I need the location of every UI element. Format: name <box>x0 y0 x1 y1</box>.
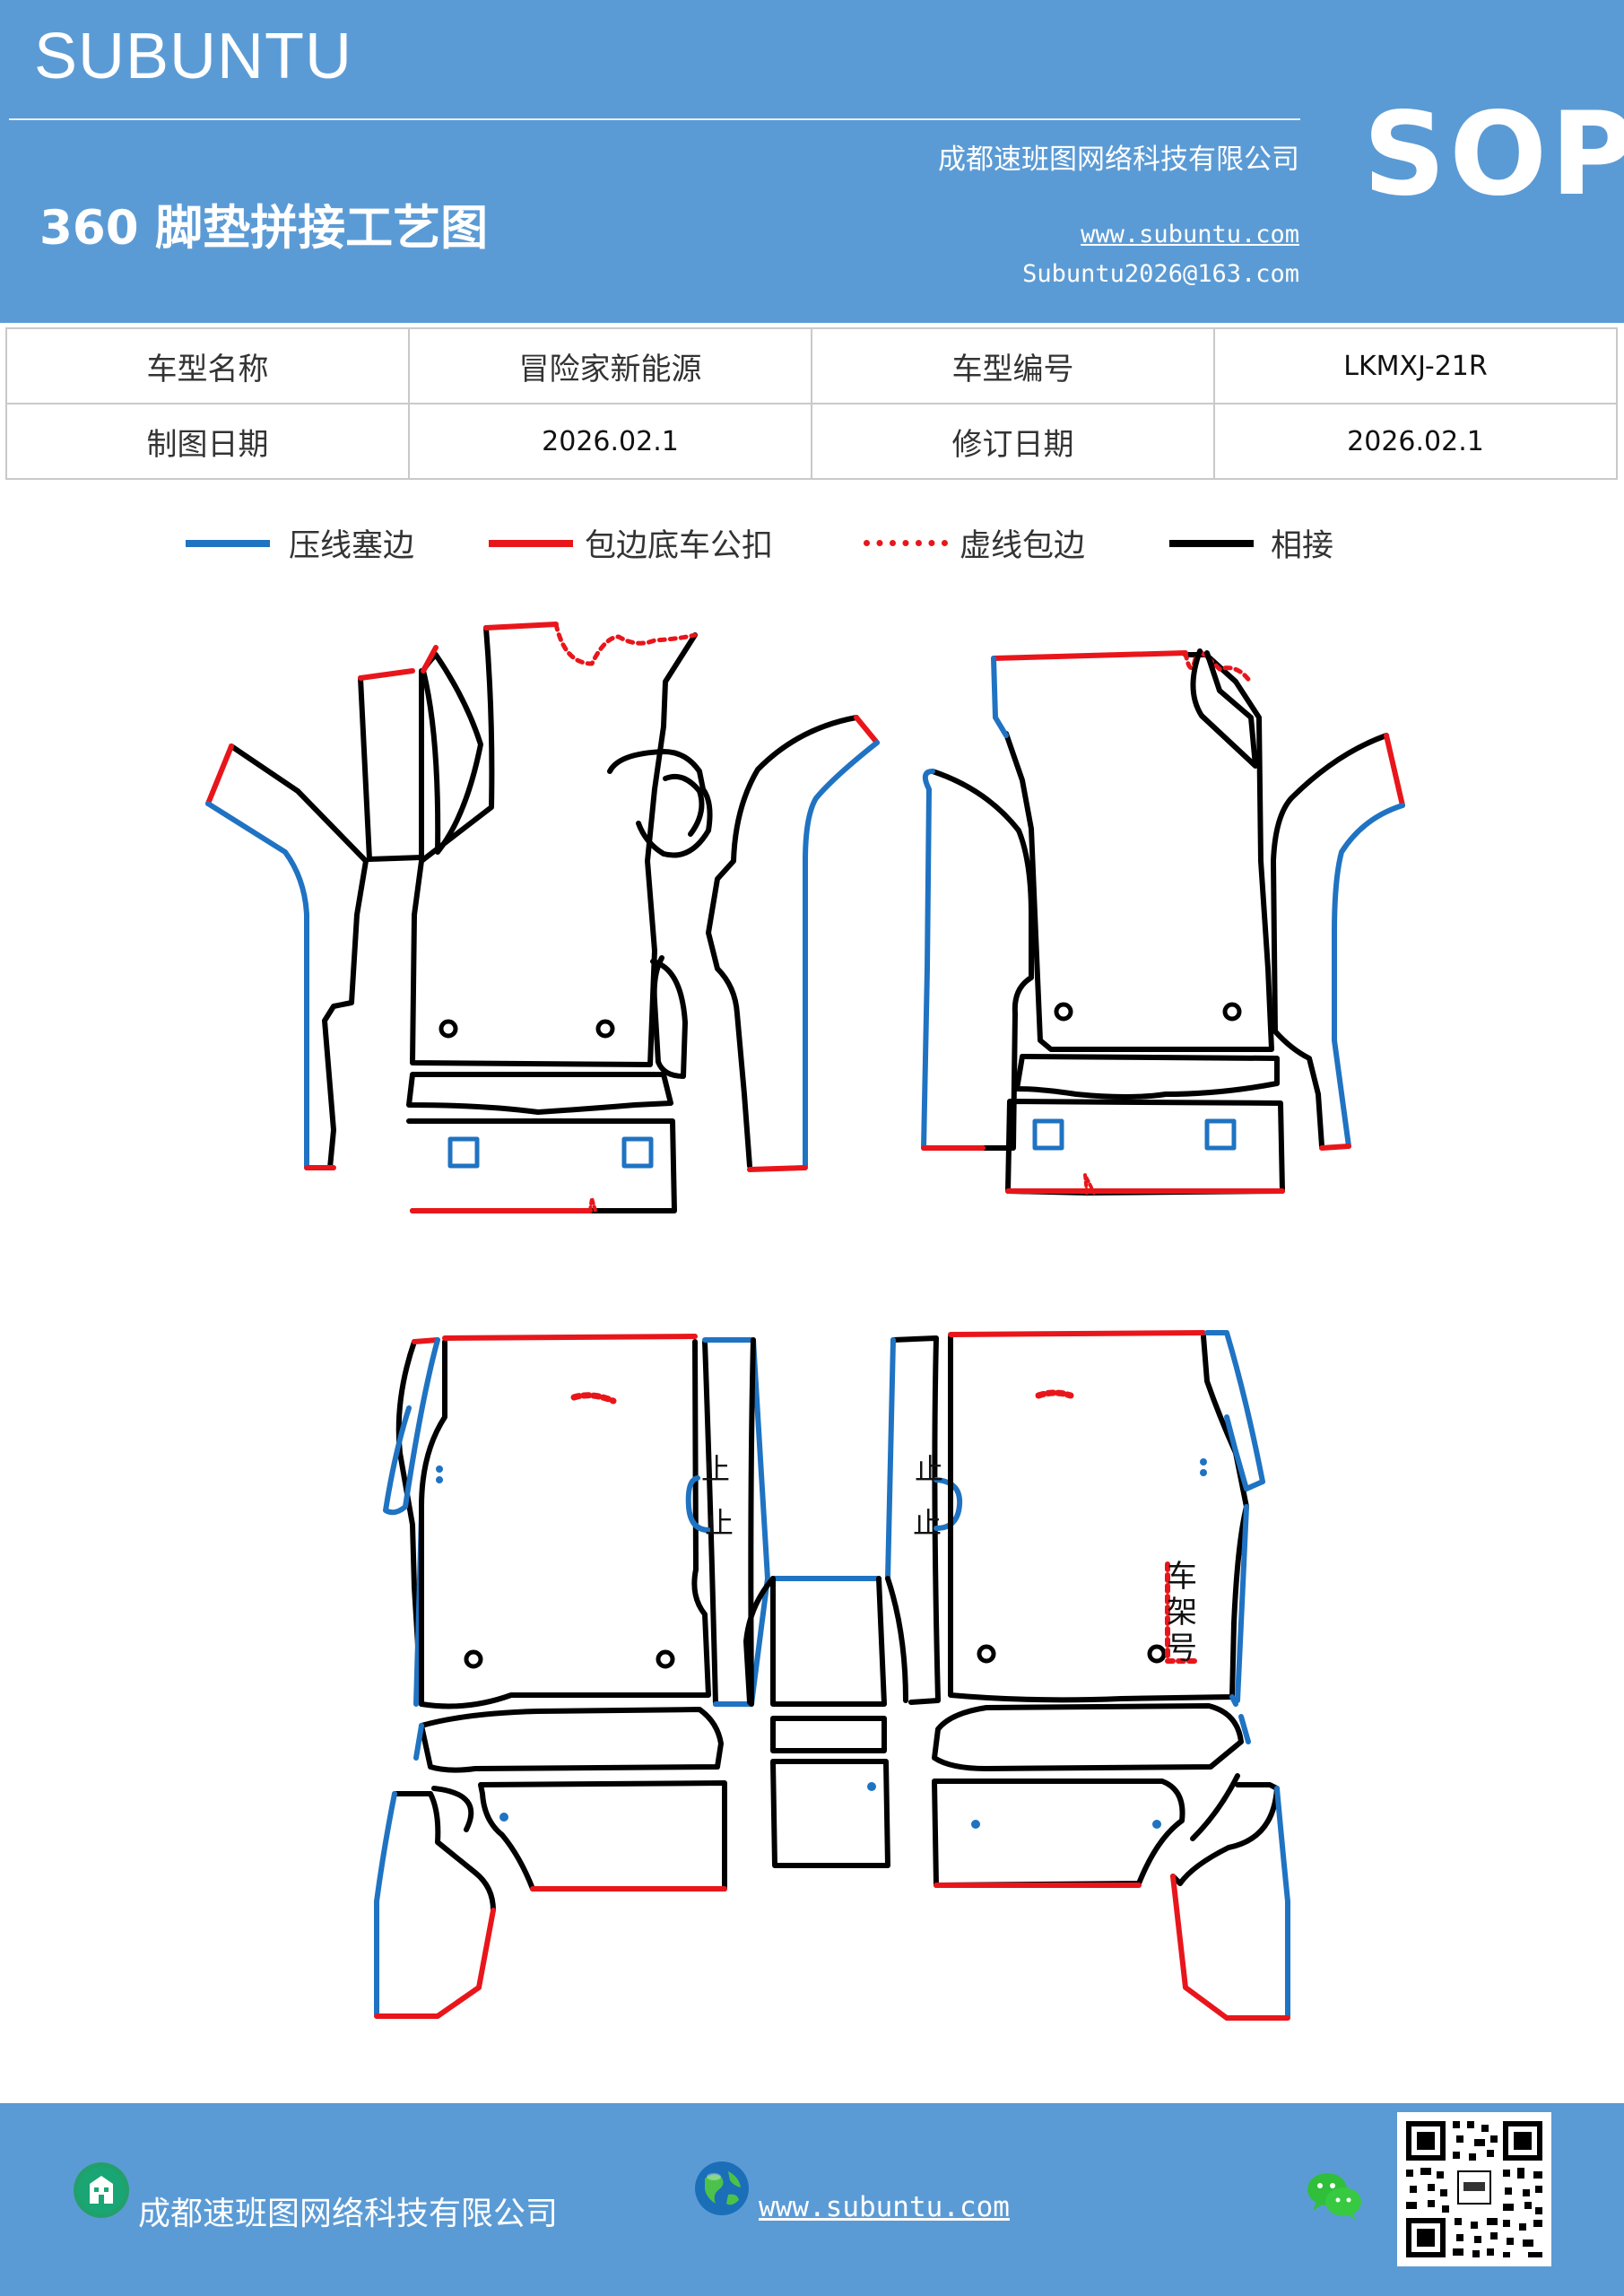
rear-left-mats <box>374 1334 890 2019</box>
table-cell: 2026.02.1 <box>1213 403 1618 480</box>
page-title: 360 脚垫拼接工艺图 <box>39 201 489 256</box>
header-divider <box>9 118 1300 120</box>
line-legend: 压线塞边 包边底车公扣 虚线包边 相接 <box>0 520 1624 574</box>
table-cell: LKMXJ-21R <box>1213 327 1618 404</box>
table-cell: 车型编号 <box>811 327 1215 404</box>
legend-label: 包边底车公扣 <box>585 528 774 564</box>
website-link[interactable]: www.subuntu.com <box>1081 221 1299 248</box>
vehicle-info-table: 车型名称 冒险家新能源 车型编号 LKMXJ-21R 制图日期 2026.02.… <box>5 327 1618 480</box>
qr-code-pattern <box>1406 2121 1542 2257</box>
sop-badge: SOP <box>1363 88 1624 222</box>
brand-name: SUBUNTU <box>34 21 353 92</box>
page-footer: 成都速班图网络科技有限公司 www.subuntu.com <box>0 2103 1624 2296</box>
mat-outline-svg <box>205 622 1405 2021</box>
legend-label: 相接 <box>1271 528 1334 564</box>
legend-label: 虚线包边 <box>960 528 1086 564</box>
legend-swatch-blue <box>186 540 270 547</box>
email-address: Subuntu2026@163.com <box>1022 260 1299 288</box>
front-left-mats <box>205 622 880 1213</box>
rear-right-mats <box>885 1330 1290 2021</box>
table-cell: 冒险家新能源 <box>408 327 812 404</box>
legend-label: 压线塞边 <box>289 528 415 564</box>
table-row: 制图日期 2026.02.1 修订日期 2026.02.1 <box>5 403 1618 480</box>
footer-company: 成都速班图网络科技有限公司 <box>138 2196 559 2232</box>
legend-swatch-black <box>1169 540 1254 547</box>
stop-mark: 止 <box>705 1506 734 1540</box>
stop-mark: 止 <box>913 1506 942 1540</box>
floor-mat-diagram: 止 止 止 止 车架号 <box>0 592 1624 2045</box>
table-cell: 制图日期 <box>5 403 410 480</box>
footer-website-link[interactable]: www.subuntu.com <box>759 2191 1010 2223</box>
table-cell: 修订日期 <box>811 403 1215 480</box>
page-header: SUBUNTU 成都速班图网络科技有限公司 360 脚垫拼接工艺图 www.su… <box>0 0 1624 323</box>
globe-icon <box>695 2161 749 2215</box>
vin-label: 车架号 <box>1167 1559 1197 1666</box>
wechat-icon <box>1307 2173 1361 2220</box>
table-row: 车型名称 冒险家新能源 车型编号 LKMXJ-21R <box>5 327 1618 404</box>
legend-swatch-red-dotted <box>864 540 948 546</box>
table-cell: 2026.02.1 <box>408 403 812 480</box>
legend-swatch-red <box>489 540 573 547</box>
company-name: 成都速班图网络科技有限公司 <box>938 144 1299 176</box>
stop-mark: 止 <box>915 1452 944 1486</box>
qr-code <box>1397 2112 1551 2266</box>
front-right-mats <box>921 648 1405 1196</box>
stop-mark: 止 <box>701 1452 731 1486</box>
building-icon <box>74 2162 129 2218</box>
table-cell: 车型名称 <box>5 327 410 404</box>
